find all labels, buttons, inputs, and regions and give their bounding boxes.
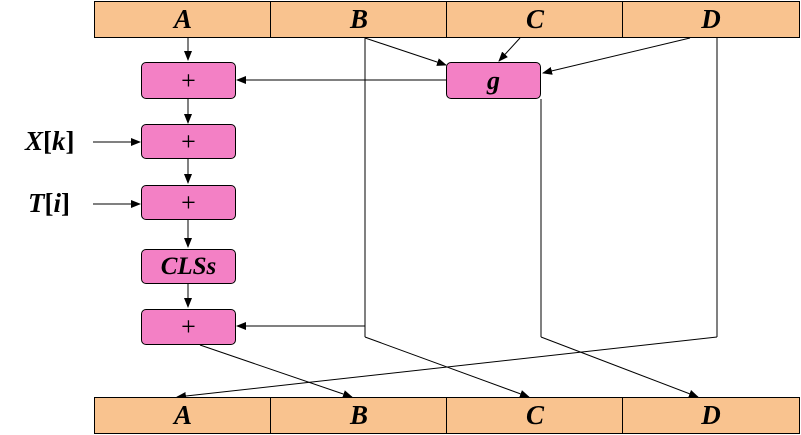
bottom-register-b: B	[270, 397, 448, 434]
input-t-i-label: T[i]	[28, 188, 71, 218]
adder-4: +	[141, 309, 236, 345]
t-name: T	[28, 188, 45, 218]
bottom-register-c: C	[446, 397, 624, 434]
input-x-k-label: X[k]	[25, 126, 75, 156]
arrow-c-to-g	[498, 37, 521, 62]
top-register-d: D	[622, 1, 800, 38]
g-function-box: g	[446, 62, 541, 99]
adder-3: +	[141, 185, 236, 220]
bottom-register-d: D	[622, 397, 800, 434]
arrow-b-to-g	[364, 37, 447, 66]
adder-1: +	[141, 62, 236, 99]
top-register-c: C	[446, 1, 624, 38]
top-register-b: B	[270, 1, 448, 38]
arrow-c-to-d	[540, 336, 699, 398]
top-register-a: A	[94, 1, 272, 38]
bottom-register-a: A	[94, 397, 272, 434]
arrow-add4-to-b	[199, 344, 353, 398]
circular-left-shift-box: CLSs	[141, 249, 236, 284]
x-index: k	[52, 126, 66, 156]
arrow-d-to-a	[176, 336, 718, 400]
t-index: i	[53, 188, 62, 218]
x-name: X	[25, 126, 44, 156]
adder-2: +	[141, 124, 236, 159]
arrow-d-to-g	[542, 37, 691, 75]
